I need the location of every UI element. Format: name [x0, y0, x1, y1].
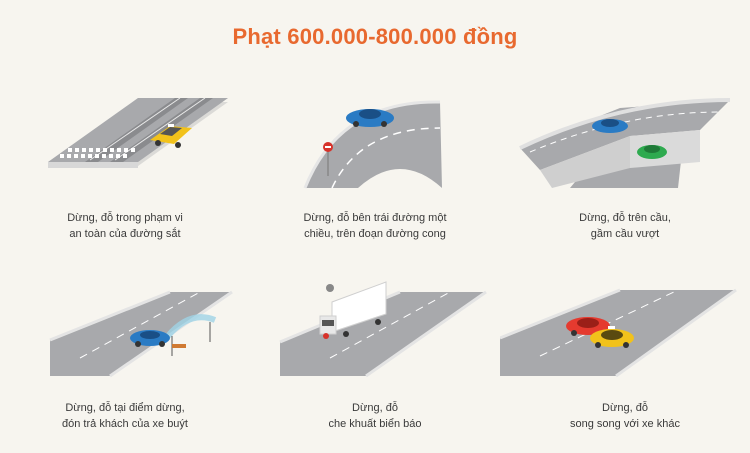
overpass-illustration: [519, 98, 731, 188]
white-truck-icon: [319, 281, 387, 339]
caption-railway: Dừng, đỗ trong phạm vi an toàn của đường…: [67, 212, 183, 240]
panel-railway: Dừng, đỗ trong phạm vi an toàn của đường…: [0, 90, 250, 250]
yellow-taxi-icon: [590, 326, 634, 348]
page-title: Phạt 600.000-800.000 đồng: [232, 24, 518, 49]
caption-parallel: Dừng, đỗ song song với xe khác: [570, 402, 680, 430]
blue-taxi-icon: [130, 330, 170, 347]
green-car-icon: [637, 145, 667, 159]
panel-overpass: Dừng, đỗ trên cầu, gầm cầu vượt: [500, 90, 750, 250]
yellow-taxi-icon: [150, 124, 192, 148]
caption-bus-stop: Dừng, đỗ tại điểm dừng, đón trả khách củ…: [62, 402, 188, 430]
panel-parallel: Dừng, đỗ song song với xe khác: [500, 280, 750, 440]
bus-stop-illustration: [49, 290, 233, 378]
curve-illustration: [303, 100, 442, 189]
blue-car-icon: [592, 119, 628, 133]
hidden-sign-icon: [326, 284, 334, 292]
truck-illustration: [279, 281, 487, 378]
blue-car-icon: [346, 109, 394, 127]
panel-curve: Dừng, đỗ bên trái đường một chiều, trên …: [250, 90, 500, 250]
caption-truck: Dừng, đỗ che khuất biển báo: [328, 402, 422, 430]
no-entry-sign-icon: [323, 142, 333, 176]
caption-curve: Dừng, đỗ bên trái đường một chiều, trên …: [303, 212, 447, 240]
bus-shelter-icon: [165, 314, 217, 356]
railway-illustration: [48, 97, 228, 168]
parallel-illustration: [500, 288, 737, 378]
panel-truck: Dừng, đỗ che khuất biển báo: [250, 280, 500, 440]
caption-overpass: Dừng, đỗ trên cầu, gầm cầu vượt: [579, 212, 671, 240]
panel-bus-stop: Dừng, đỗ tại điểm dừng, đón trả khách củ…: [0, 280, 250, 440]
